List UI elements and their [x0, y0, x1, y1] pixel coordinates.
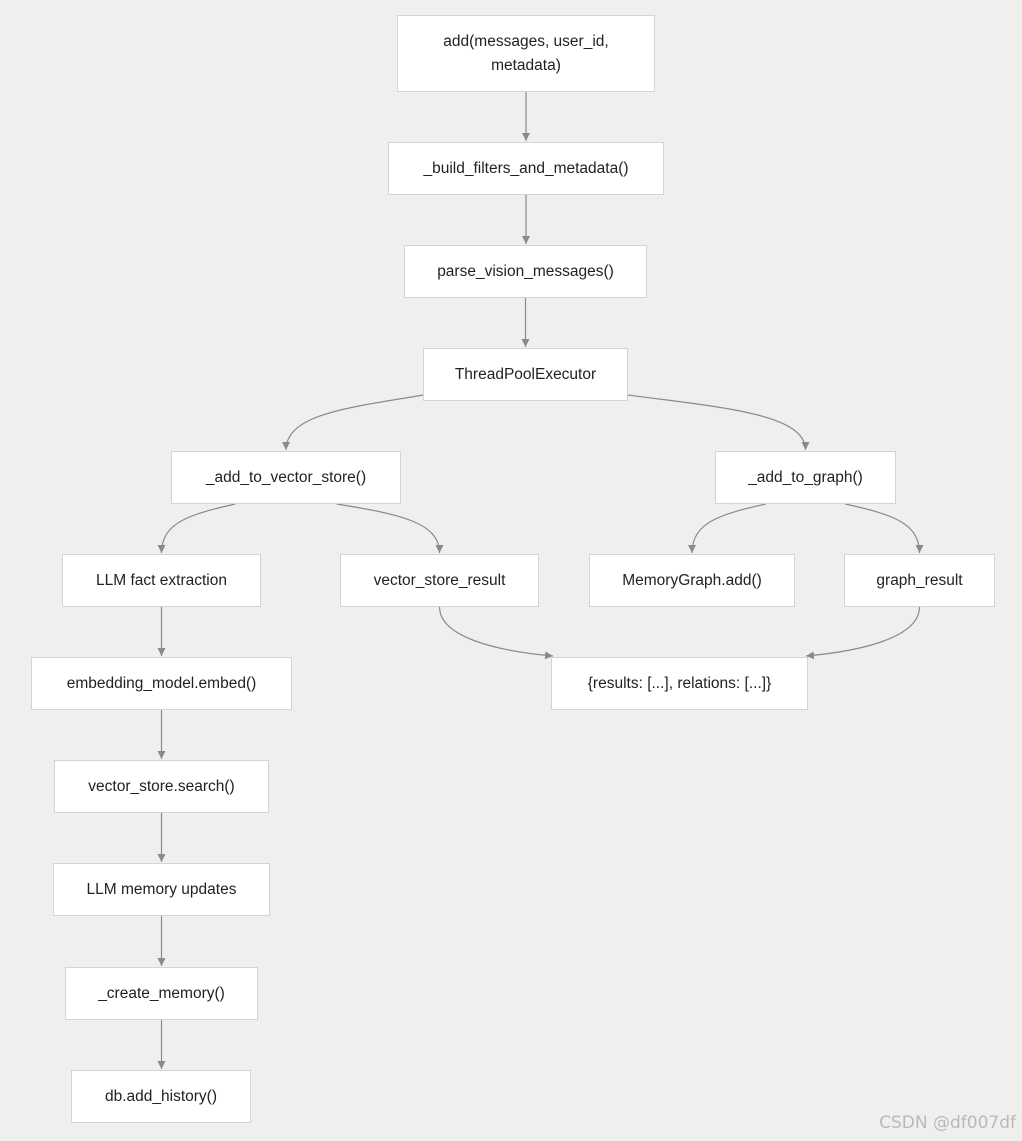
edge-add_vector-to-llm_fact [157, 503, 236, 554]
node-threadpool: ThreadPoolExecutor [423, 348, 628, 401]
edge-vector_result-to-results [438, 606, 554, 660]
watermark: CSDN @df007df [879, 1113, 1016, 1133]
node-add-history: db.add_history() [71, 1070, 251, 1123]
node-embed: embedding_model.embed() [31, 657, 292, 710]
node-graph-result: graph_result [844, 554, 995, 607]
edge-add_graph-to-memorygraph_add [688, 503, 766, 554]
edge-threadpool-to-add_graph [627, 394, 810, 451]
node-llm-fact: LLM fact extraction [62, 554, 261, 607]
edge-threadpool-to-add_vector [282, 394, 424, 451]
node-llm-update: LLM memory updates [53, 863, 270, 916]
node-results: {results: [...], relations: [...]} [551, 657, 808, 710]
edge-graph_result-to-results [805, 606, 921, 660]
edge-add_graph-to-graph_result [845, 503, 924, 554]
node-add-graph: _add_to_graph() [715, 451, 896, 504]
node-search: vector_store.search() [54, 760, 269, 813]
node-add-vector: _add_to_vector_store() [171, 451, 401, 504]
node-vector-result: vector_store_result [340, 554, 539, 607]
node-build-filters: _build_filters_and_metadata() [388, 142, 664, 195]
node-memorygraph-add: MemoryGraph.add() [589, 554, 795, 607]
edge-add_vector-to-vector_result [336, 503, 444, 554]
node-create-memory: _create_memory() [65, 967, 258, 1020]
node-parse-vision: parse_vision_messages() [404, 245, 647, 298]
node-add: add(messages, user_id, metadata) [397, 15, 655, 92]
